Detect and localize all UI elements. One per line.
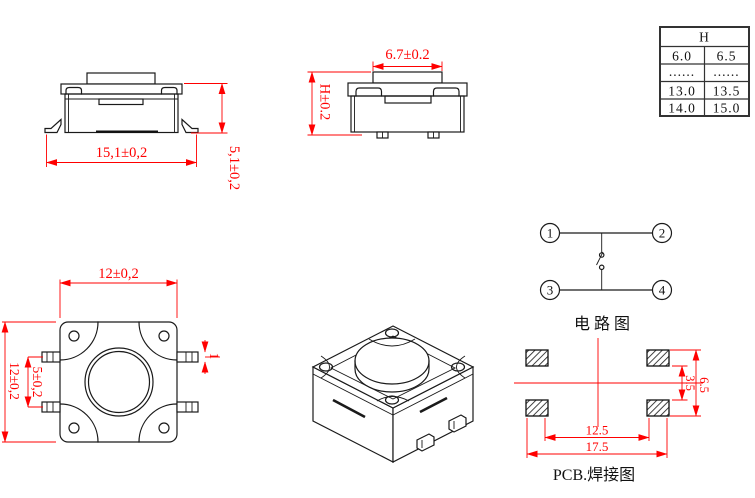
side-height-dim-text: H±0.2 xyxy=(317,84,333,121)
table-cell-3-0: 14.0 xyxy=(668,101,696,116)
top-lead-right-1 xyxy=(176,351,199,363)
table-cell-2-0: 13.0 xyxy=(668,84,696,99)
table-header: H xyxy=(699,30,710,45)
circuit-wires xyxy=(558,232,654,291)
pin-circle-1 xyxy=(539,222,561,244)
pcb-pad-top-right xyxy=(646,349,670,367)
top-body xyxy=(59,321,178,443)
pin-circle-4 xyxy=(651,279,673,301)
table-cell-0-1: 6.5 xyxy=(717,49,737,64)
front-lead-right xyxy=(181,118,199,134)
front-notch-right xyxy=(160,86,178,95)
side-step xyxy=(384,95,432,104)
side-plunger xyxy=(372,71,443,84)
iso-side-grooves xyxy=(332,396,448,419)
iso-hole-bottom xyxy=(384,395,400,405)
front-width-dim-text: 15,1±0,2 xyxy=(96,145,147,161)
top-leadwidth-dim-text: 1 xyxy=(207,353,222,360)
iso-lead-front xyxy=(416,433,435,452)
iso-top-bevel xyxy=(330,335,456,400)
top-hole-bl xyxy=(68,422,80,434)
table-cell-2-1: 13.5 xyxy=(713,84,741,99)
top-hole-br xyxy=(158,422,170,434)
circuit-contact-bottom xyxy=(598,264,605,271)
pin-label-3: 3 xyxy=(547,283,554,298)
front-view: 15,1±0,2 5,1±0,2 xyxy=(44,72,242,190)
table-cell-1-1: ...... xyxy=(713,64,739,79)
isometric-view xyxy=(311,325,475,463)
side-notch-left xyxy=(355,87,383,97)
top-lead-right-2 xyxy=(176,401,199,413)
pcb-span-v-dim-text: 6.5 xyxy=(697,377,711,393)
top-lead-left-2 xyxy=(41,401,61,413)
circuit-switch-lever xyxy=(596,251,604,266)
pin-label-1: 1 xyxy=(547,226,554,241)
side-knob-dim-text: 6.7±0.2 xyxy=(385,47,429,63)
pin-circle-3 xyxy=(539,279,561,301)
side-height-ext-lines xyxy=(307,71,371,136)
pcb-pad-bottom-left xyxy=(525,399,549,417)
front-base-bar xyxy=(96,130,158,133)
side-flange xyxy=(347,82,468,97)
circuit-caption: 电 路 图 xyxy=(574,315,630,333)
front-lead-left xyxy=(44,118,62,134)
table-cell-0-0: 6.0 xyxy=(672,49,692,64)
top-hole-tl xyxy=(68,330,80,342)
pcb-pad-bottom-right xyxy=(646,399,670,417)
front-height-dim-text: 5,1±0,2 xyxy=(226,146,242,190)
front-plunger xyxy=(86,72,156,85)
table-grid-lines xyxy=(660,45,749,116)
top-depth-dim-text: 12±0,2 xyxy=(7,362,22,400)
top-depth-ext-lines xyxy=(2,321,56,443)
iso-lead-detail-lines xyxy=(421,421,455,448)
table-cell-1-0: ...... xyxy=(669,64,695,79)
iso-side-lip-line xyxy=(312,373,474,416)
top-width-dim-text: 12±0,2 xyxy=(98,266,139,282)
side-notch-right xyxy=(432,87,460,97)
top-button-inner xyxy=(87,350,151,414)
pin-label-4: 4 xyxy=(659,283,666,298)
pin-label-2: 2 xyxy=(659,226,666,241)
iso-button-top xyxy=(354,337,430,385)
iso-button-side xyxy=(354,360,430,393)
pcb-pad-top-left xyxy=(525,349,549,367)
pcb-pitch-dim-text: 12.5 xyxy=(586,423,609,438)
table-cell-3-1: 15.0 xyxy=(713,101,741,116)
side-view: 6.7±0.2 H±0.2 xyxy=(307,47,468,139)
top-corner-arcs xyxy=(59,321,178,443)
top-pitch-dim-text: 5±0,2 xyxy=(30,366,45,397)
pcb-gap-dim-text: 3.5 xyxy=(683,375,697,391)
pcb-centerlines xyxy=(514,338,703,427)
top-hole-tr xyxy=(158,330,170,342)
side-body-inner-lines xyxy=(354,96,461,132)
top-lead-left-1 xyxy=(41,351,61,363)
pcb-caption: PCB.焊接图 xyxy=(553,466,635,484)
height-table: H 6.0 6.5 ...... ...... 13.0 13.5 14.0 1… xyxy=(659,26,750,117)
side-feet-inner-lines xyxy=(382,132,434,138)
top-view: 12±0,2 12±0,2 5±0,2 1 xyxy=(1,266,222,443)
circuit-diagram: 1 2 3 4 电 路 图 xyxy=(539,222,673,333)
pin-circle-2 xyxy=(651,222,673,244)
front-notch-left xyxy=(65,86,83,95)
top-lead-segment-lines xyxy=(46,352,193,412)
iso-corner-arcs xyxy=(320,338,466,402)
front-step xyxy=(98,98,144,106)
front-flange xyxy=(60,83,183,95)
iso-hole-left xyxy=(318,362,334,372)
iso-hole-top xyxy=(384,328,400,338)
top-button-outer xyxy=(84,347,154,417)
iso-lead-side xyxy=(448,414,467,433)
pcb-span-h-dim-text: 17.5 xyxy=(586,439,609,454)
pcb-layout: 3.5 6.5 12.5 17.5 PCB.焊接图 xyxy=(514,338,711,484)
